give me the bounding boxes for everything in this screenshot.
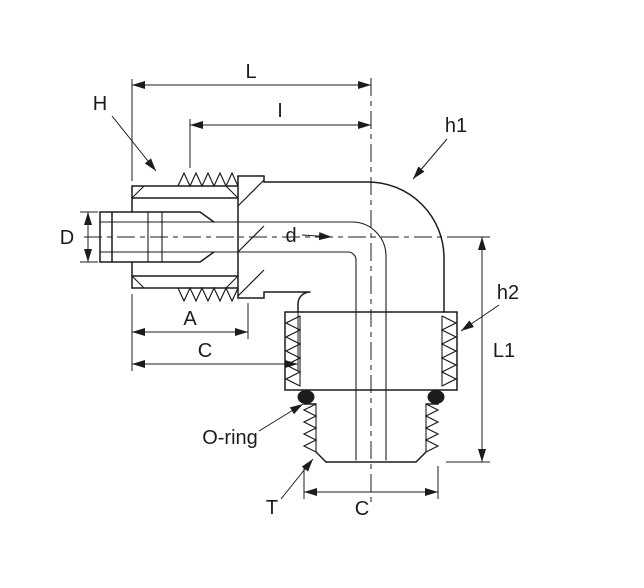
leader-oring xyxy=(258,403,304,432)
oring-cross-section-left xyxy=(297,390,315,404)
locknut-thread-root-lines xyxy=(299,315,443,387)
elbow-inner-profile xyxy=(263,291,311,313)
label-A: A xyxy=(183,308,197,330)
label-D: D xyxy=(60,227,74,249)
label-oring: O-ring xyxy=(202,427,258,449)
leader-h2 xyxy=(460,304,500,332)
bore-line-inner xyxy=(99,251,357,461)
locknut-thread-zigzag-left xyxy=(284,315,302,387)
locknut-thread-zigzag-right xyxy=(440,315,458,387)
label-T: T xyxy=(266,497,278,519)
oring-cross-section-right xyxy=(427,390,445,404)
label-d: d xyxy=(285,225,296,247)
male-thread-zigzag-left xyxy=(302,403,318,453)
nut-thread-zigzag-top xyxy=(177,171,239,188)
leader-d xyxy=(301,232,333,241)
leader-h1 xyxy=(412,138,448,180)
label-C-left: C xyxy=(198,340,212,362)
label-I: I xyxy=(277,100,283,122)
fitting-internal-lines xyxy=(99,185,443,461)
elbow-outer-profile xyxy=(263,181,445,313)
fitting-body-outline xyxy=(99,175,458,463)
tube-bottom-edge xyxy=(99,251,215,263)
collar-hatch-lines xyxy=(237,179,265,297)
centerlines xyxy=(84,78,452,502)
label-L: L xyxy=(245,61,256,83)
male-thread-zigzag-right xyxy=(424,403,440,453)
label-H: H xyxy=(93,93,107,115)
label-L1: L1 xyxy=(493,340,515,362)
leader-H xyxy=(111,115,157,172)
label-h1: h1 xyxy=(445,115,467,137)
label-h2: h2 xyxy=(497,282,519,304)
thread-hatching xyxy=(177,171,458,453)
leader-T xyxy=(280,458,314,500)
dimension-labels: L I H h1 D d A C h2 L1 O-ring T C xyxy=(60,61,519,520)
dimension-lines xyxy=(80,79,500,500)
thread-end-chamfer xyxy=(315,451,427,463)
label-C-bottom: C xyxy=(355,498,369,520)
nut-thread-zigzag-bottom xyxy=(177,286,239,303)
tube-top-edge xyxy=(99,211,215,223)
bore-line-outer xyxy=(99,221,387,461)
nut-chamfer-lines xyxy=(131,185,239,289)
